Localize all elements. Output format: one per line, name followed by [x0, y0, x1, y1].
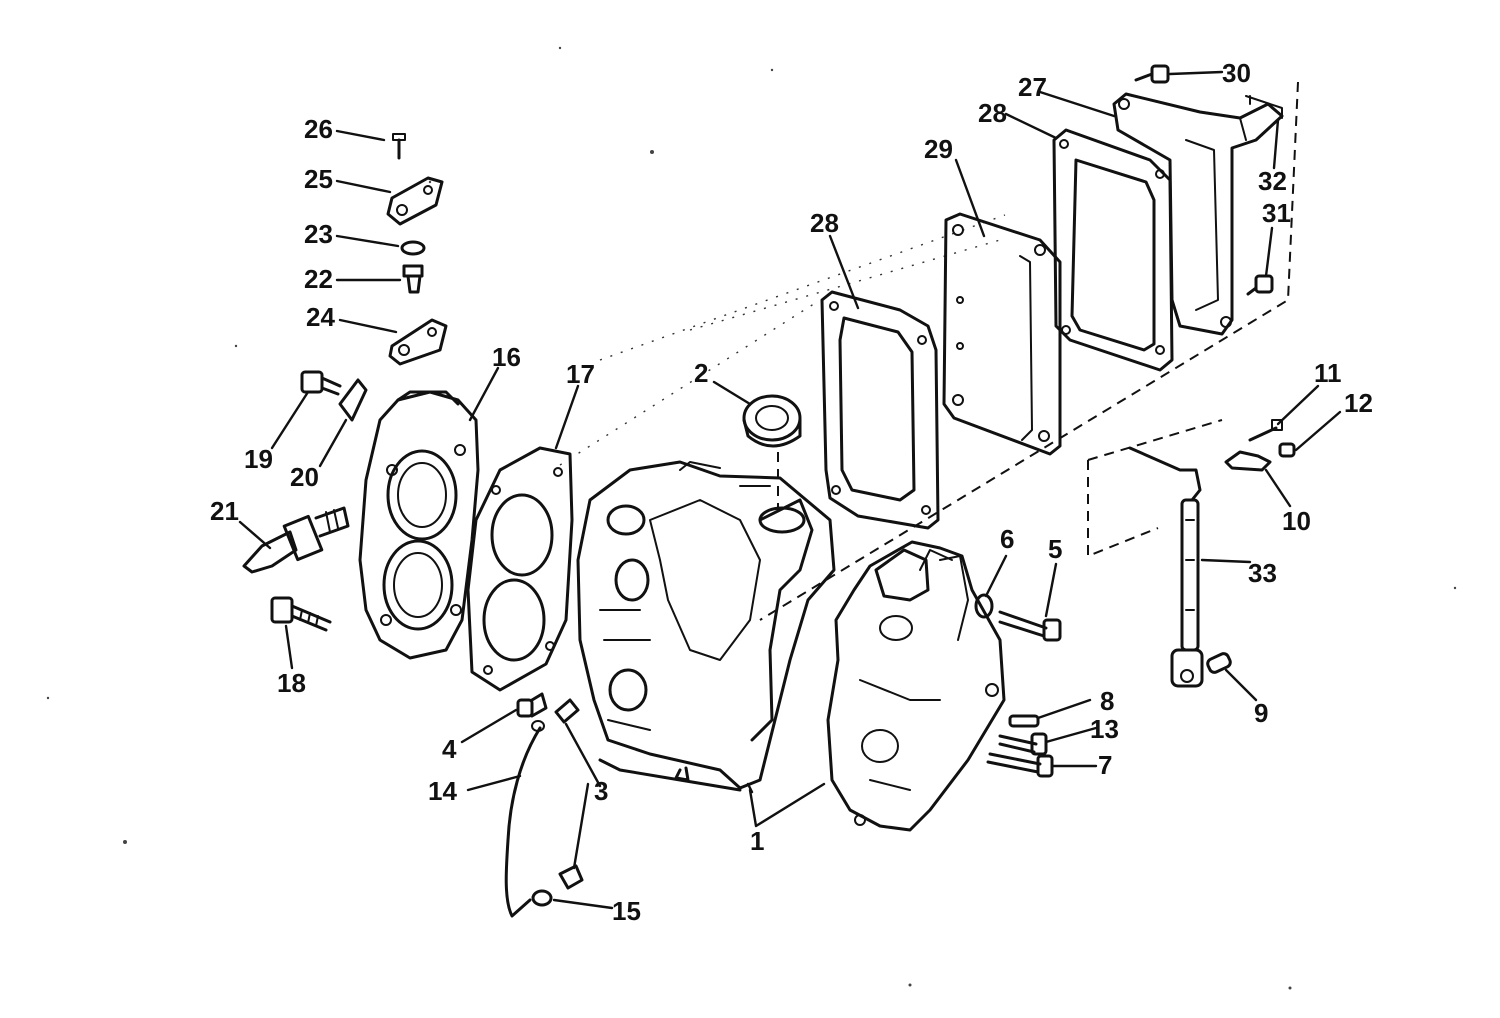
scan-noise [46, 46, 1457, 990]
callout-3: 3 [594, 776, 608, 806]
seal-part-2 [742, 394, 802, 448]
bolt-part-5 [998, 610, 1062, 642]
callout-13: 13 [1090, 714, 1119, 744]
callout-22: 22 [304, 264, 333, 294]
callout-16: 16 [492, 342, 521, 372]
callout-2: 2 [694, 358, 708, 388]
bolt-part-7 [986, 752, 1054, 778]
callout-19: 19 [244, 444, 273, 474]
gasket-part-28-right [1052, 128, 1174, 372]
callout-15: 15 [612, 896, 641, 926]
callout-1: 1 [750, 826, 764, 856]
callout-32: 32 [1258, 166, 1287, 196]
screw-part-30 [1134, 64, 1170, 84]
callout-12: 12 [1344, 388, 1373, 418]
clip-part-20 [338, 378, 368, 422]
screw-part-26 [392, 133, 406, 160]
gasket-part-24 [388, 318, 448, 366]
callout-labels: 26 25 23 22 24 19 20 21 18 16 17 2 4 14 … [210, 58, 1373, 926]
manifold-plate-part-27 [1112, 92, 1284, 336]
callout-10: 10 [1282, 506, 1311, 536]
cap-part-15 [531, 889, 553, 907]
assembly-guide-lines [759, 81, 1299, 621]
screw-part-31 [1246, 274, 1274, 296]
washer-part-6 [974, 593, 994, 619]
callout-14: 14 [428, 776, 457, 806]
callout-26: 26 [304, 114, 333, 144]
callout-18: 18 [277, 668, 306, 698]
callout-4: 4 [442, 734, 457, 764]
fitting-part-4 [516, 692, 548, 718]
bracket-part-10 [1224, 450, 1272, 472]
gasket-part-28-left [820, 290, 940, 530]
spark-plug-part-21 [242, 506, 350, 574]
cylinder-block-part-1 [576, 460, 836, 792]
dowel-pin-part-8 [1008, 714, 1040, 728]
callout-28-right: 28 [978, 98, 1007, 128]
callout-7: 7 [1098, 750, 1112, 780]
cylinder-head-part-16 [358, 390, 480, 660]
callout-28-left: 28 [810, 208, 839, 238]
callout-25: 25 [304, 164, 333, 194]
callout-29: 29 [924, 134, 953, 164]
bolt-part-18 [270, 596, 332, 632]
fitting-part-3-upper [554, 698, 580, 724]
head-gasket-part-17 [466, 446, 574, 692]
callout-24: 24 [306, 302, 335, 332]
callout-21: 21 [210, 496, 239, 526]
callout-20: 20 [290, 462, 319, 492]
callout-8: 8 [1100, 686, 1114, 716]
leader-lines [238, 70, 1342, 910]
callout-11: 11 [1314, 358, 1342, 388]
bracket-part-32 [1245, 95, 1283, 119]
callout-30: 30 [1222, 58, 1251, 88]
screw-part-12 [1278, 442, 1296, 458]
callout-9: 9 [1254, 698, 1268, 728]
screw-part-11 [1248, 419, 1283, 442]
washer-part-23 [400, 240, 426, 256]
plug-part-22 [402, 264, 424, 294]
hose-part-14 [504, 720, 545, 918]
exhaust-cover-part-29 [942, 212, 1062, 456]
callout-27: 27 [1018, 72, 1047, 102]
clip-part-9 [1206, 652, 1232, 674]
bracket-part-25 [386, 176, 444, 226]
callout-31: 31 [1262, 198, 1291, 228]
callout-23: 23 [304, 219, 333, 249]
bolt-part-13 [998, 732, 1048, 756]
callout-6: 6 [1000, 524, 1014, 554]
callout-33: 33 [1248, 558, 1277, 588]
crankcase-half-part-1 [826, 540, 1006, 832]
callout-5: 5 [1048, 534, 1062, 564]
linkage-rod-part-33 [1128, 446, 1204, 688]
bolt-part-19 [300, 370, 342, 396]
fitting-part-3-lower [558, 864, 584, 890]
callout-17: 17 [566, 359, 595, 389]
